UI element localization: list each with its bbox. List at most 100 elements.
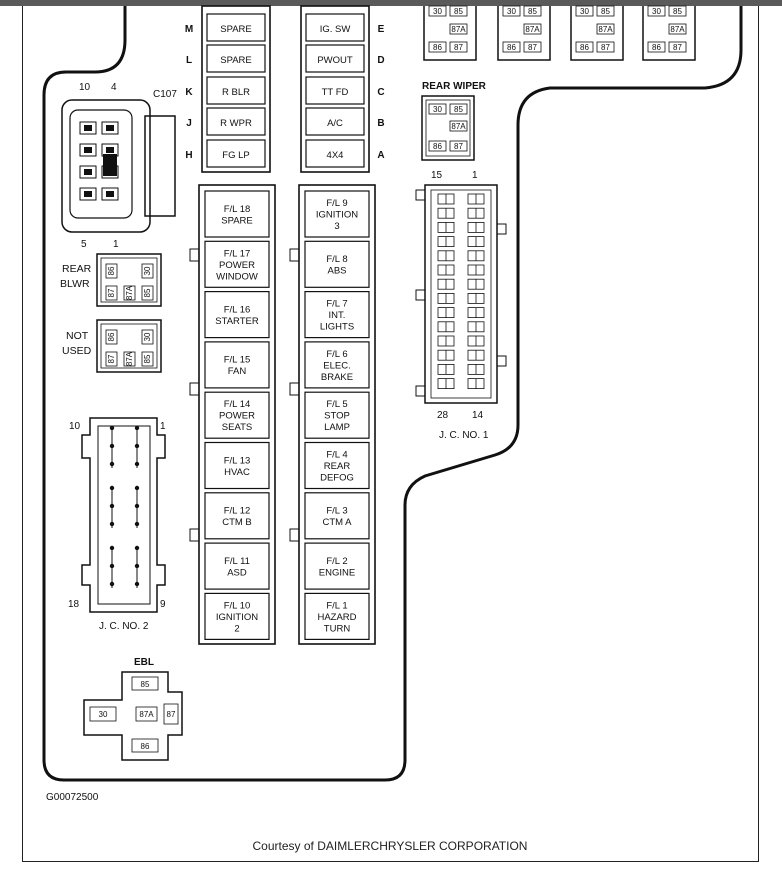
jc1-pin-15: 15 xyxy=(431,170,443,181)
jc2-pin-9: 9 xyxy=(160,599,166,610)
fuse-f-l-3-text-1: CTM A xyxy=(322,517,352,528)
fuse-f-l-1-text-0: F/L 1 xyxy=(326,600,347,611)
top-relay-3-pin-box-87 xyxy=(668,41,687,53)
c107-terminal-pin xyxy=(84,169,92,175)
not-used-pin-87a: 87A xyxy=(125,351,134,366)
row-letter-a: A xyxy=(377,150,384,161)
rear-blwr-pin-30: 30 xyxy=(143,266,152,275)
c107-pin-5: 5 xyxy=(81,239,87,250)
top-relay-0 xyxy=(423,6,477,61)
top-relay-1-pin-box-86 xyxy=(502,41,521,53)
top-right-fuse-label-2: TT FD xyxy=(322,87,349,98)
jc1-label: J. C. NO. 1 xyxy=(439,430,489,441)
top-right-fuse-ig-sw-0 xyxy=(305,13,365,42)
top-relay-0-pin-box-86 xyxy=(428,41,447,53)
jc2-pin-dot xyxy=(109,563,115,569)
jc2-pin-10: 10 xyxy=(69,421,81,432)
fuse-f-l-10 xyxy=(204,592,270,641)
c107-terminal-pin xyxy=(84,147,92,153)
rear-blwr-pin-box-87 xyxy=(105,285,118,301)
jc1-pin-28: 28 xyxy=(437,410,449,421)
not-used-pin-87: 87 xyxy=(107,354,116,363)
row-letter-m: M xyxy=(185,24,193,35)
rear-blwr-pin-box-85 xyxy=(141,285,154,301)
top-left-fuse-spare-0 xyxy=(206,13,266,42)
fuse-f-l-16 xyxy=(204,291,270,339)
top-relay-3-pin-87a: 87A xyxy=(670,25,685,34)
top-relay-2-pin-87a: 87A xyxy=(598,25,613,34)
top-left-fuse-label-1: SPARE xyxy=(220,55,252,66)
rear-wiper-label: REAR WIPER xyxy=(422,81,487,92)
fuse-f-l-3 xyxy=(304,492,370,540)
fuse-f-l-10-text-1: IGNITION xyxy=(216,612,258,623)
rear-blwr-pin-box-30 xyxy=(141,263,154,279)
top-right-fuse-pwout-1 xyxy=(305,44,365,73)
fuse-f-l-13-text-0: F/L 13 xyxy=(224,455,251,466)
top-right-fuse-column xyxy=(300,5,370,173)
figure-frame xyxy=(22,6,759,862)
jc2-pin-18: 18 xyxy=(68,599,80,610)
fuse-f-l-8 xyxy=(304,240,370,288)
row-letter-d: D xyxy=(377,55,384,66)
fuse-f-l-1-text-1: HAZARD xyxy=(317,612,356,623)
c107-terminal-pin xyxy=(106,125,114,131)
fuse-f-l-7-text-0: F/L 7 xyxy=(326,299,347,310)
fuse-f-l-9 xyxy=(304,190,370,238)
right-column-tab-2 xyxy=(289,528,300,542)
ebl-pin-87a: 87A xyxy=(139,710,154,719)
row-letter-l: L xyxy=(186,55,192,66)
rear-wiper-pin-87: 87 xyxy=(454,142,463,151)
fuse-f-l-12-text-0: F/L 12 xyxy=(224,506,251,517)
fuse-f-l-2 xyxy=(304,542,370,590)
not-used-pin-box-86 xyxy=(105,329,118,345)
jc2-pin-dot xyxy=(134,521,140,527)
top-left-fuse-label-0: SPARE xyxy=(220,24,252,35)
row-letter-h: H xyxy=(185,150,192,161)
top-relay-0-pin-87a: 87A xyxy=(451,25,466,34)
c107-terminal-pin xyxy=(106,191,114,197)
top-relay-1-pin-box-87 xyxy=(523,41,542,53)
fuse-f-l-9-text-2: 3 xyxy=(334,221,339,232)
fuse-f-l-10-text-2: 2 xyxy=(234,623,239,634)
right-fuse-column xyxy=(298,184,376,645)
fuse-f-l-17-text-2: WINDOW xyxy=(216,271,258,282)
top-relay-3-pin-86: 86 xyxy=(652,43,661,52)
rear-blwr-pin-87a: 87A xyxy=(125,285,134,300)
not-used-pin-box-87a xyxy=(123,351,136,367)
row-letter-k: K xyxy=(185,87,193,98)
fuse-f-l-16-text-0: F/L 16 xyxy=(224,304,251,315)
fuse-f-l-15-text-0: F/L 15 xyxy=(224,355,251,366)
right-column-tab-0 xyxy=(289,248,300,262)
jc2-connector xyxy=(81,417,166,613)
not-used-pin-30: 30 xyxy=(143,332,152,341)
top-relay-3-pin-box-30 xyxy=(647,5,666,17)
fuse-f-l-18-text-1: SPARE xyxy=(221,215,253,226)
fuse-f-l-7-text-1: INT. xyxy=(329,310,346,321)
top-relay-2-pin-30: 30 xyxy=(580,7,589,16)
fuse-f-l-11-text-0: F/L 11 xyxy=(224,556,250,567)
jc2-pin-dot xyxy=(109,443,115,449)
ebl-relay: 85 30 87A 87 86 xyxy=(83,671,183,761)
not-used-pin-box-30 xyxy=(141,329,154,345)
top-relay-2 xyxy=(570,6,624,61)
top-relay-0-pin-86: 86 xyxy=(433,43,442,52)
top-relay-2-pin-85: 85 xyxy=(601,7,610,16)
top-relay-1-pin-86: 86 xyxy=(507,43,516,52)
fuse-f-l-7 xyxy=(304,291,370,339)
fuse-f-l-13-text-1: HVAC xyxy=(224,467,250,478)
left-column-tab-0 xyxy=(189,248,200,262)
top-right-fuse-a-c-3 xyxy=(305,107,365,136)
figure-id: G00072500 xyxy=(46,792,99,803)
not-used-pin-86: 86 xyxy=(107,332,116,341)
rear-wiper-relay: 30 85 87A 86 87 xyxy=(421,95,475,161)
jc2-pin-dot xyxy=(134,485,140,491)
fuse-f-l-6 xyxy=(304,341,370,389)
jc2-pin-dot xyxy=(134,443,140,449)
top-relay-1-pin-box-85 xyxy=(523,5,542,17)
row-letter-c: C xyxy=(377,87,384,98)
top-relay-0-pin-30: 30 xyxy=(433,7,442,16)
not-used-label-2: USED xyxy=(62,345,92,357)
c107-connector xyxy=(61,99,176,233)
